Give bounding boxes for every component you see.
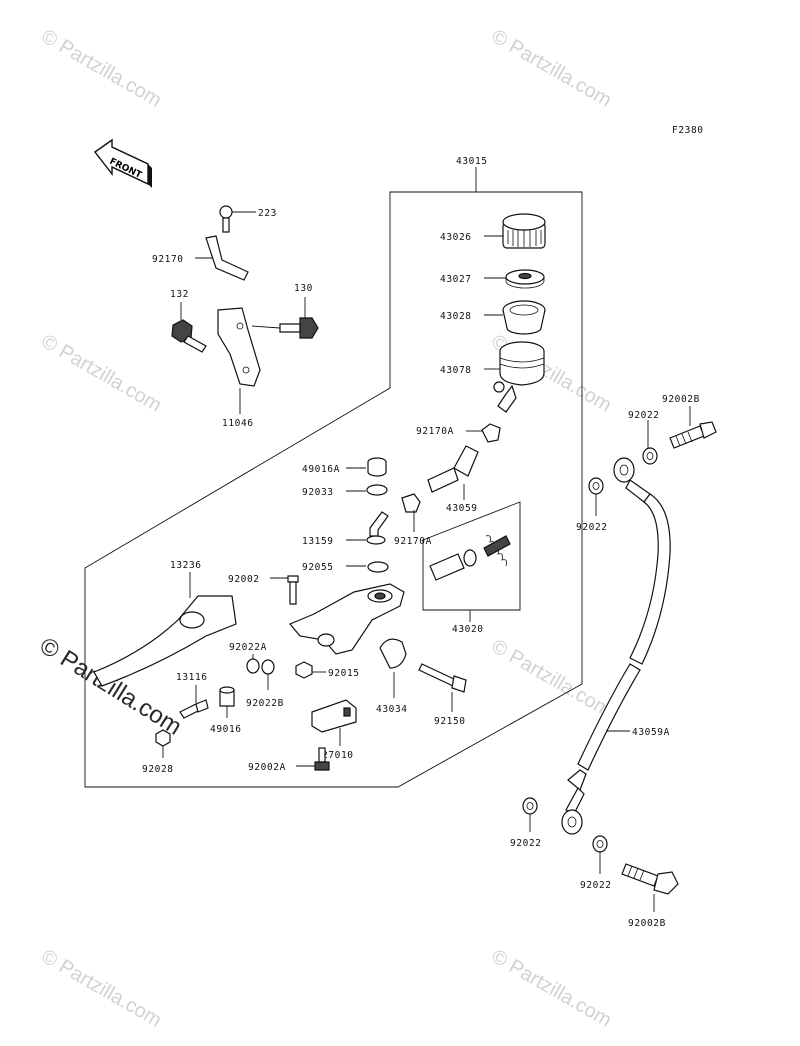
- fitting-13159: [366, 511, 389, 545]
- washer-92022A: [246, 658, 260, 674]
- washer-92022: [642, 447, 658, 465]
- banjo-bolt-top: [669, 421, 717, 449]
- bracket-11046: [217, 307, 281, 387]
- bolt-132: [171, 319, 207, 353]
- nut-92028: [155, 729, 171, 747]
- reservoir-hose: [427, 445, 479, 493]
- callout-43027: 43027: [440, 274, 472, 285]
- callout-92022: 92022: [576, 522, 608, 533]
- watermark: © Partzilla.com: [488, 25, 616, 111]
- callout-27010: 27010: [322, 750, 354, 761]
- watermark: © Partzilla.com: [488, 945, 616, 1031]
- callout-92055: 92055: [302, 562, 334, 573]
- o-ring-92055: [367, 561, 389, 573]
- bolt-92002: [287, 575, 299, 605]
- front-arrow-icon: FRONT: [93, 138, 152, 188]
- lever-13236: [93, 595, 237, 687]
- master-cylinder-body: [289, 583, 405, 655]
- pin-13116: [179, 699, 209, 719]
- brake-hose-43059A: [561, 457, 671, 835]
- callout-92022A: 92022A: [229, 642, 267, 653]
- watermark: © Partzilla.com: [38, 330, 166, 416]
- bolt-130: [279, 317, 319, 339]
- callout-49016: 49016: [210, 724, 242, 735]
- washer-92022: [522, 797, 538, 815]
- callout-92002B: 92002B: [662, 394, 700, 405]
- assembly-outline: [84, 191, 583, 788]
- reservoir-plate: [505, 269, 545, 289]
- reservoir-body: [493, 341, 545, 413]
- watermark: © Partzilla.com: [38, 25, 166, 111]
- washer-92022: [588, 477, 604, 495]
- hose-clamp-92170: [205, 235, 249, 281]
- watermark: © Partzilla.com: [38, 945, 166, 1031]
- callout-92015: 92015: [328, 668, 360, 679]
- callout-92022: 92022: [580, 880, 612, 891]
- washer-92022: [592, 835, 608, 853]
- callout-43020: 43020: [452, 624, 484, 635]
- callout-92022B: 92022B: [246, 698, 284, 709]
- callout-92022: 92022: [510, 838, 542, 849]
- nut-92015: [295, 661, 313, 679]
- hose-clamp: [481, 423, 501, 443]
- callout-92028: 92028: [142, 764, 174, 775]
- reservoir-diaphragm: [502, 300, 546, 335]
- kit-outline: [422, 501, 521, 611]
- watermark: © Partzilla.com: [488, 635, 616, 721]
- washer-92022B: [261, 659, 275, 675]
- watermarks: © Partzilla.com © Partzilla.com © Partzi…: [35, 25, 615, 1031]
- callout-130: 130: [294, 283, 313, 294]
- callout-43028: 43028: [440, 311, 472, 322]
- callout-92022: 92022: [628, 410, 660, 421]
- figure-code: F2380: [672, 125, 704, 136]
- cap-49016A: [367, 457, 387, 477]
- callout-92002B: 92002B: [628, 918, 666, 929]
- banjo-bolt-bottom: [621, 863, 679, 895]
- callout-43059A: 43059A: [632, 727, 670, 738]
- callout-43015: 43015: [456, 156, 488, 167]
- callout-92002: 92002: [228, 574, 260, 585]
- reservoir-cap: [502, 213, 546, 249]
- hose-clamp: [401, 493, 421, 513]
- bushing-49016: [219, 686, 235, 707]
- callout-92150: 92150: [434, 716, 466, 727]
- snap-ring-92033: [366, 484, 388, 496]
- screw-223: [219, 205, 233, 233]
- callout-43078: 43078: [440, 365, 472, 376]
- callout-43026: 43026: [440, 232, 472, 243]
- callout-132: 132: [170, 289, 189, 300]
- callout-92170A: 92170A: [394, 536, 432, 547]
- callout-11046: 11046: [222, 418, 254, 429]
- callout-223: 223: [258, 208, 277, 219]
- callout-92033: 92033: [302, 487, 334, 498]
- clamp-43034: [379, 638, 407, 669]
- callout-43034: 43034: [376, 704, 408, 715]
- callout-92002A: 92002A: [248, 762, 286, 773]
- screw-92002A: [314, 747, 330, 771]
- callout-43059: 43059: [446, 503, 478, 514]
- bolt-92150: [418, 663, 467, 693]
- callout-13116: 13116: [176, 672, 208, 683]
- callout-92170: 92170: [152, 254, 184, 265]
- callout-92170A: 92170A: [416, 426, 454, 437]
- callout-13236: 13236: [170, 560, 202, 571]
- piston-kit: [429, 535, 511, 581]
- callout-49016A: 49016A: [302, 464, 340, 475]
- callout-13159: 13159: [302, 536, 334, 547]
- switch-27010: [311, 699, 357, 733]
